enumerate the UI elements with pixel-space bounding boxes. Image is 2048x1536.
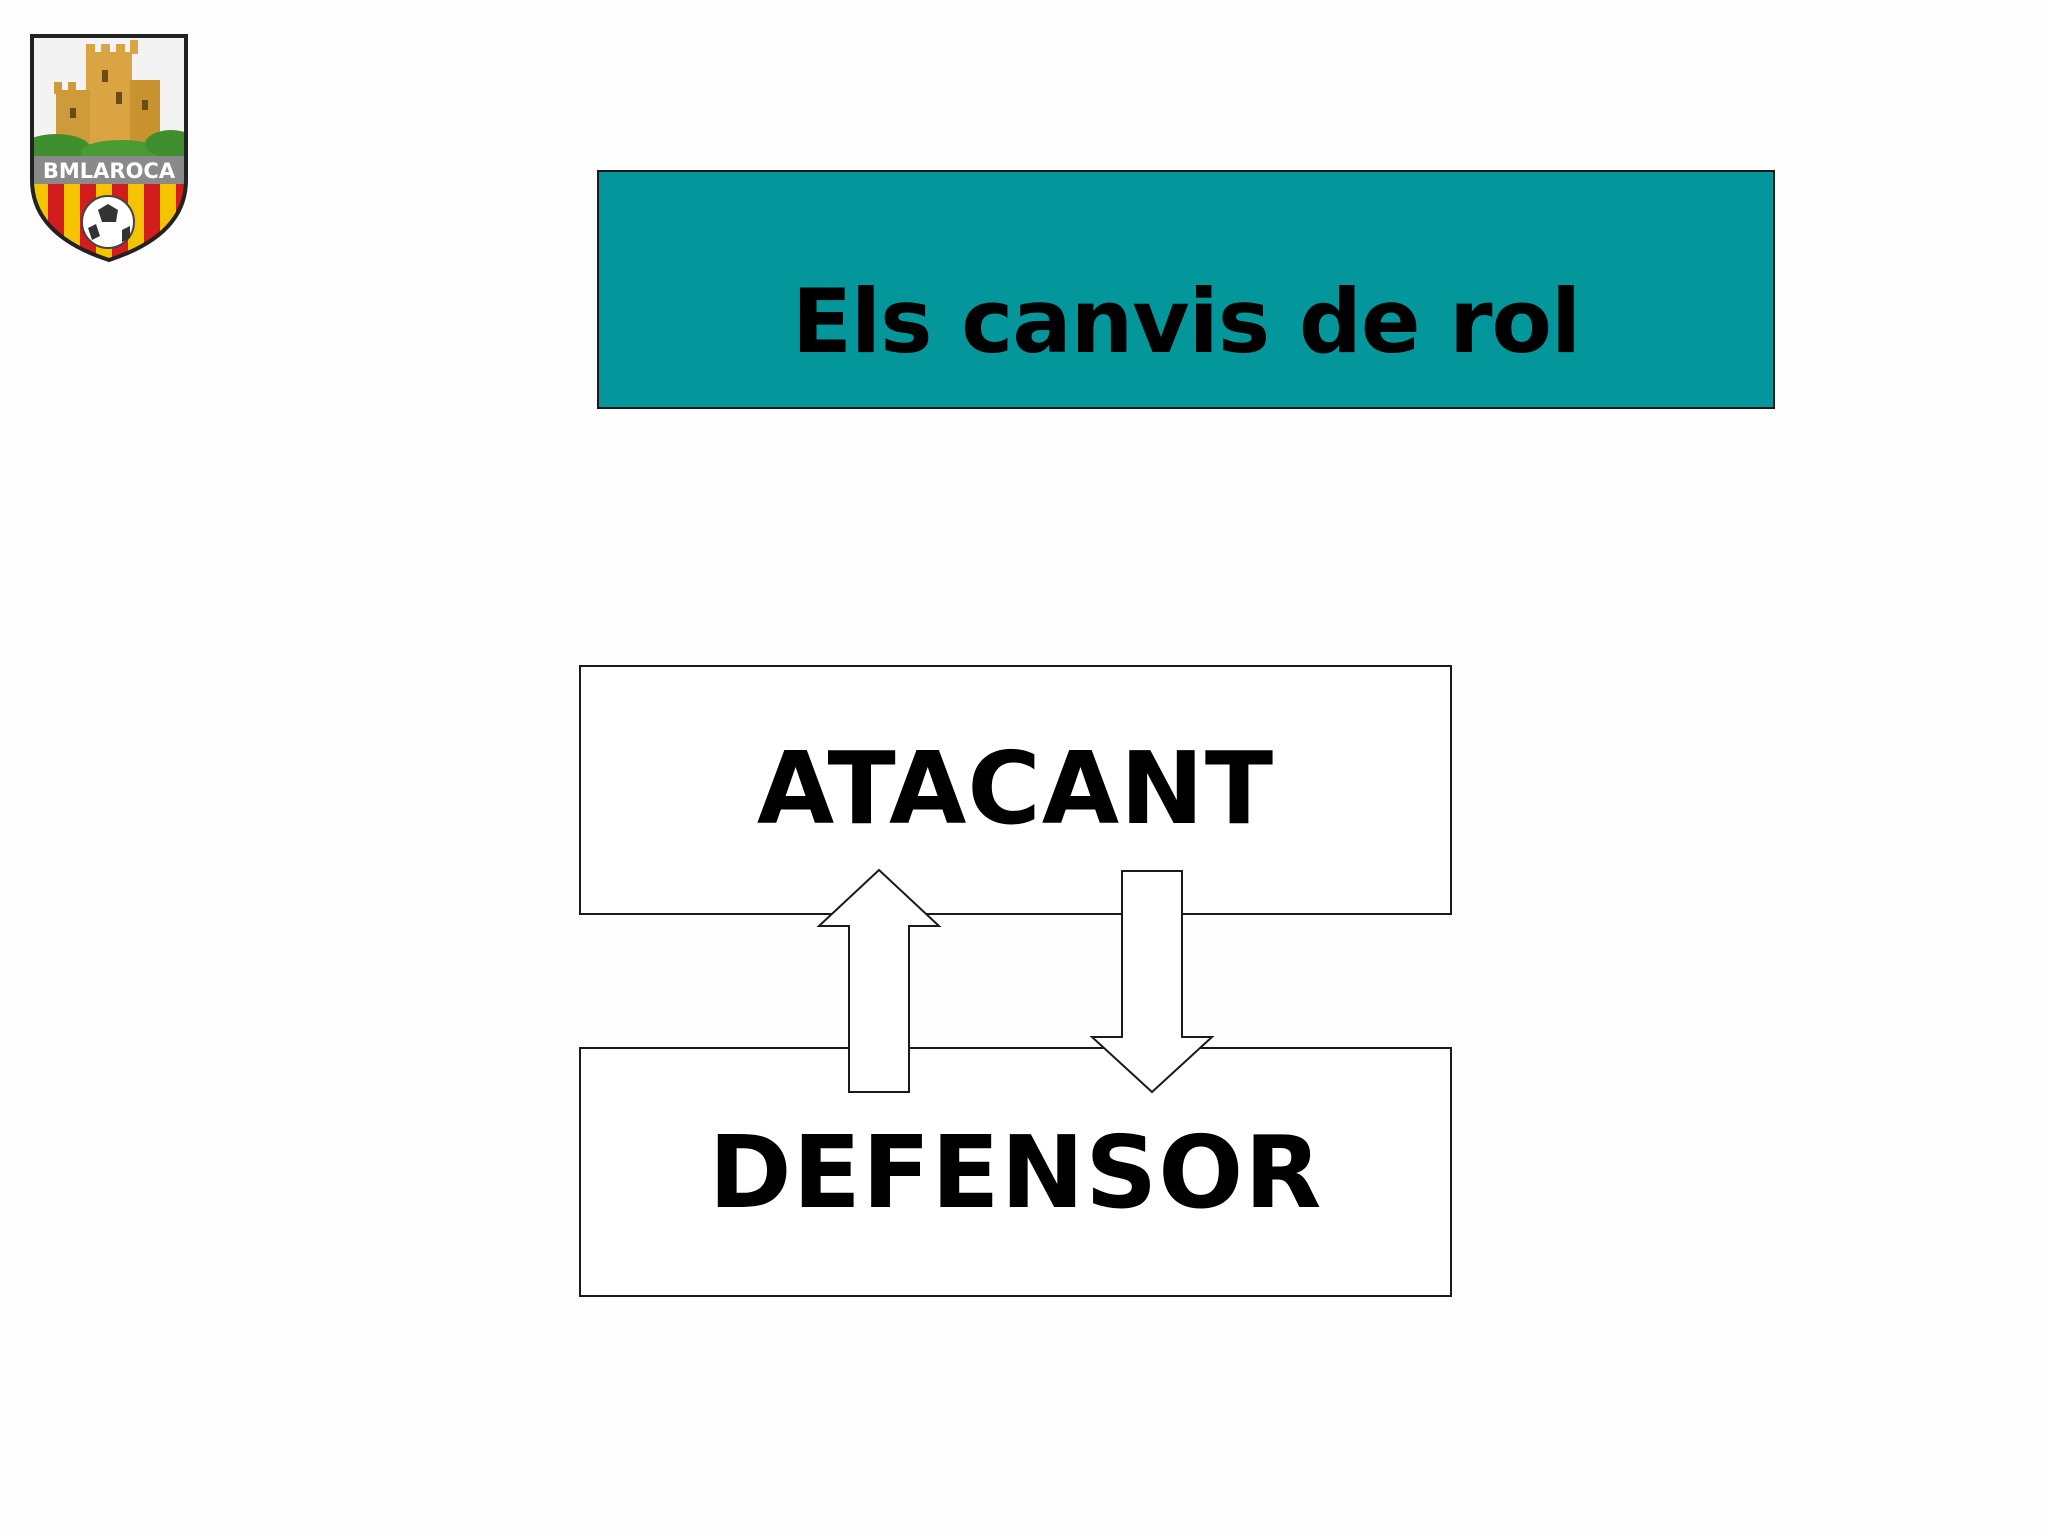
logo-lettering: BMLAROCA: [43, 159, 176, 183]
attacker-label: ATACANT: [756, 729, 1275, 847]
defender-box: DEFENSOR: [579, 1047, 1452, 1297]
attacker-box: ATACANT: [579, 665, 1452, 915]
club-crest-logo: BMLAROCA: [30, 34, 188, 263]
ball-icon: [81, 195, 135, 249]
title-banner: Els canvis de rol: [597, 170, 1775, 409]
slide-title: Els canvis de rol: [791, 270, 1581, 373]
defender-label: DEFENSOR: [708, 1113, 1323, 1231]
